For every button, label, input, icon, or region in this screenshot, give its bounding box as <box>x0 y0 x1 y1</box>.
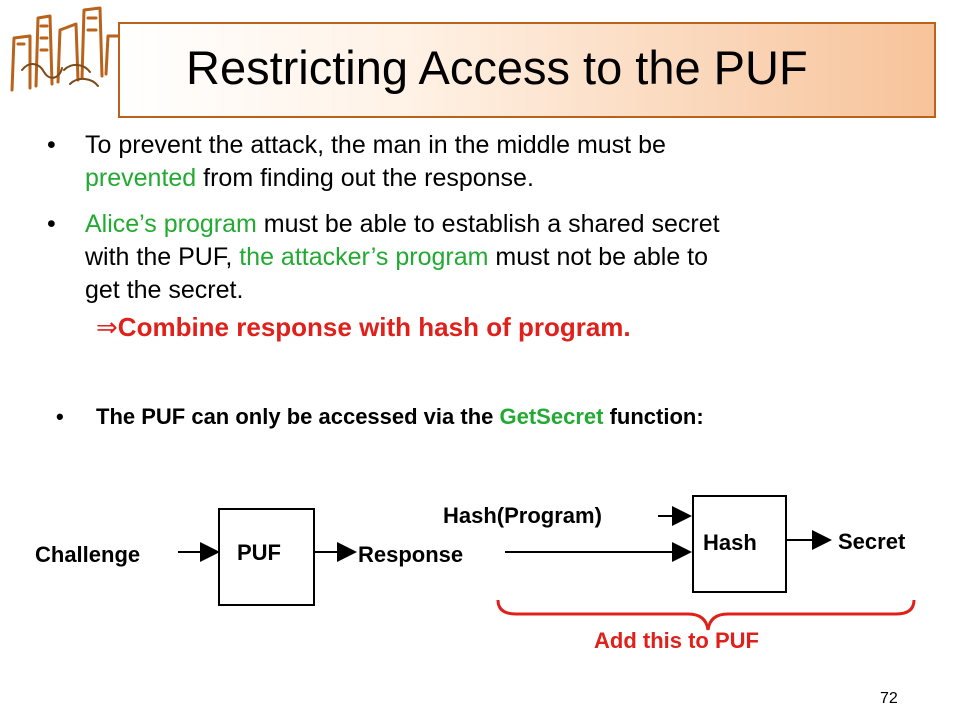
hash-program-label: Hash(Program) <box>443 503 602 528</box>
bullet-3-highlight: GetSecret <box>499 404 604 429</box>
implication-line: ⇒Combine response with hash of program. <box>96 312 631 343</box>
bullet-1: • To prevent the attack, the man in the … <box>47 129 865 195</box>
bullet-2-highlight-1: Alice’s program <box>85 210 257 238</box>
bullet-3: • The PUF can only be accessed via the G… <box>56 404 704 430</box>
secret-label: Secret <box>838 529 906 554</box>
bullet-dot-icon: • <box>47 210 56 238</box>
hash-box <box>692 495 787 593</box>
hash-label: Hash <box>703 530 757 555</box>
bullet-1-text-b: from finding out the response. <box>203 164 534 192</box>
response-label: Response <box>358 542 464 567</box>
bullet-2-text-a: must be able to establish a shared secre… <box>263 210 720 238</box>
implication-text: Combine response with hash of program. <box>117 312 631 342</box>
puf-label: PUF <box>237 540 281 565</box>
bullet-dot-icon: • <box>56 404 64 429</box>
bullet-1-text-a: To prevent the attack, the man in the mi… <box>85 131 666 159</box>
brace-icon <box>496 599 916 631</box>
bullet-2: • Alice’s program must be able to establ… <box>47 208 905 307</box>
add-to-puf-label: Add this to PUF <box>594 628 759 653</box>
bullet-2-text-b: with the PUF, <box>85 243 233 271</box>
bullet-2-text-c: must not be able to <box>495 243 709 271</box>
slide-title: Restricting Access to the PUF <box>186 41 808 94</box>
bullet-3-text-a: The PUF can only be accessed via the <box>96 404 494 429</box>
title-bar <box>118 22 936 118</box>
bullet-2-text-d: get the secret. <box>85 276 244 304</box>
page-number: 72 <box>880 690 898 707</box>
challenge-label: Challenge <box>35 542 141 567</box>
bullet-dot-icon: • <box>47 131 56 159</box>
city-logo-icon <box>10 6 126 92</box>
puf-box <box>218 508 315 606</box>
bullet-2-highlight-2: the attacker’s program <box>239 243 489 271</box>
bullet-3-text-b: function: <box>609 404 704 429</box>
implies-arrow-icon: ⇒ <box>96 312 118 342</box>
bullet-1-highlight: prevented <box>85 164 197 192</box>
